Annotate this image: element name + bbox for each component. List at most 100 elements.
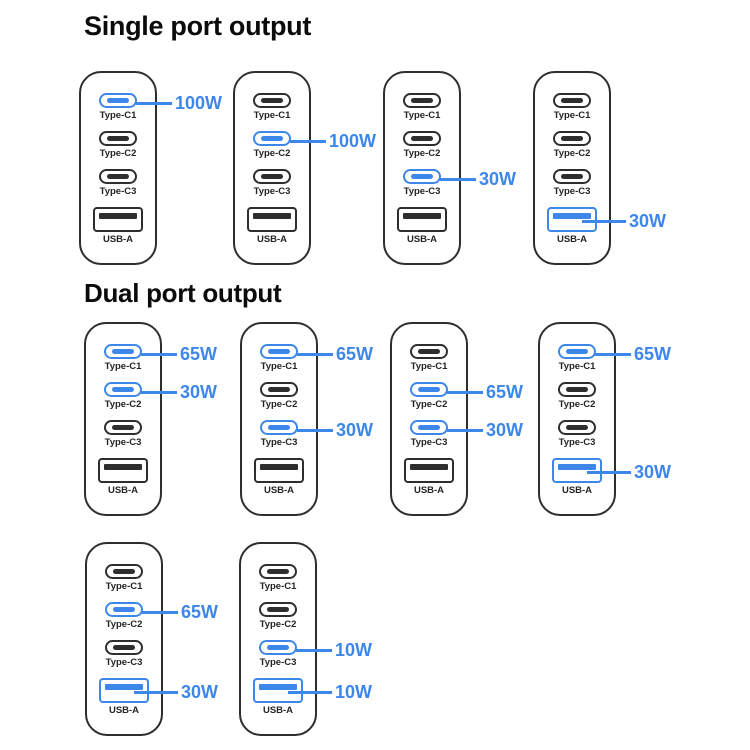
port-label: Type-C3 — [104, 437, 142, 448]
callout-line — [297, 428, 333, 432]
callout-line — [447, 390, 483, 394]
type-c-pin-icon — [411, 174, 433, 179]
port-label: Type-C2 — [558, 399, 596, 410]
port-label: Type-C1 — [104, 361, 142, 372]
type-c-port-icon — [260, 344, 298, 359]
callout-line — [288, 690, 332, 694]
type-c-pin-icon — [566, 387, 588, 392]
charger-card: Type-C1 Type-C2 Type-C3 USB-A 30W — [533, 71, 666, 265]
port-label: Type-C1 — [403, 110, 441, 121]
type-c-port-icon — [558, 344, 596, 359]
type-c-pin-icon — [268, 425, 290, 430]
port-label: Type-C2 — [253, 148, 291, 159]
port-label: Type-C1 — [99, 110, 137, 121]
usb-a-port-icon — [93, 207, 143, 232]
port-label: USB-A — [413, 485, 445, 496]
type-c-pin-icon — [566, 425, 588, 430]
usb-a-pin-icon — [403, 212, 441, 219]
type-c-port-icon — [553, 131, 591, 146]
port-label: Type-C1 — [260, 361, 298, 372]
charger-card: Type-C1 Type-C2 Type-C3 USB-A 30W — [383, 71, 516, 265]
watt-label: 30W — [486, 420, 524, 440]
type-c-port-icon — [403, 169, 441, 184]
type-c-pin-icon — [112, 387, 134, 392]
type-c-pin-icon — [411, 136, 433, 141]
type-c-port-icon — [410, 344, 448, 359]
type-c-pin-icon — [107, 98, 129, 103]
watt-label: 10W — [335, 640, 373, 660]
usb-a-port-icon — [254, 458, 304, 483]
watt-label: 30W — [336, 420, 374, 440]
port-label: Type-C1 — [259, 581, 297, 592]
callout-line — [136, 101, 172, 105]
type-c-pin-icon — [418, 425, 440, 430]
port-label: USB-A — [406, 234, 438, 245]
type-c-port-icon — [403, 93, 441, 108]
charger-card: Type-C1 Type-C2 Type-C3 USB-A 100W — [79, 71, 222, 265]
port-label: Type-C2 — [260, 399, 298, 410]
callout-line — [587, 470, 631, 474]
port-label: Type-C1 — [558, 361, 596, 372]
port-label: Type-C2 — [259, 619, 297, 630]
type-c-port-icon — [104, 344, 142, 359]
usb-a-port-icon — [552, 458, 602, 483]
type-c-pin-icon — [261, 136, 283, 141]
type-c-port-icon — [410, 420, 448, 435]
usb-a-pin-icon — [253, 212, 291, 219]
port-label: Type-C2 — [553, 148, 591, 159]
port-label: USB-A — [556, 234, 588, 245]
type-c-port-icon — [105, 564, 143, 579]
type-c-port-icon — [253, 93, 291, 108]
type-c-pin-icon — [268, 349, 290, 354]
type-c-port-icon — [105, 602, 143, 617]
type-c-pin-icon — [267, 645, 289, 650]
port-label: Type-C1 — [410, 361, 448, 372]
port-label: Type-C1 — [253, 110, 291, 121]
charger-card: Type-C1 Type-C2 Type-C3 USB-A 65W 30W — [85, 542, 218, 736]
watt-label: 10W — [335, 682, 373, 702]
usb-a-pin-icon — [105, 683, 143, 690]
type-c-pin-icon — [113, 607, 135, 612]
port-label: Type-C1 — [553, 110, 591, 121]
port-label: Type-C3 — [253, 186, 291, 197]
watt-label: 65W — [180, 344, 218, 364]
type-c-pin-icon — [561, 136, 583, 141]
type-c-port-icon — [403, 131, 441, 146]
charger-card: Type-C1 Type-C2 Type-C3 USB-A 100W — [233, 71, 376, 265]
port-label: Type-C1 — [105, 581, 143, 592]
watt-label: 100W — [329, 131, 377, 151]
callout-line — [141, 352, 177, 356]
type-c-pin-icon — [261, 98, 283, 103]
charger-card: Type-C1 Type-C2 Type-C3 USB-A 65W 30W — [538, 322, 671, 516]
port-label: Type-C3 — [410, 437, 448, 448]
type-c-port-icon — [558, 420, 596, 435]
usb-a-port-icon — [98, 458, 148, 483]
callout-line — [134, 690, 178, 694]
usb-a-pin-icon — [259, 683, 297, 690]
type-c-port-icon — [259, 640, 297, 655]
usb-a-pin-icon — [99, 212, 137, 219]
watt-label: 100W — [175, 93, 223, 113]
callout-line — [297, 352, 333, 356]
type-c-pin-icon — [112, 349, 134, 354]
charger-card: Type-C1 Type-C2 Type-C3 USB-A 65W 30W — [240, 322, 373, 516]
type-c-port-icon — [260, 420, 298, 435]
watt-label: 65W — [634, 344, 672, 364]
type-c-port-icon — [99, 131, 137, 146]
port-label: Type-C3 — [99, 186, 137, 197]
callout-line — [141, 390, 177, 394]
type-c-port-icon — [99, 169, 137, 184]
charger-card: Type-C1 Type-C2 Type-C3 USB-A 10W 10W — [239, 542, 372, 736]
callout-line — [595, 352, 631, 356]
watt-label: 30W — [181, 682, 219, 702]
port-label: USB-A — [262, 705, 294, 716]
watt-label: 65W — [181, 602, 219, 622]
port-label: USB-A — [256, 234, 288, 245]
port-label: Type-C3 — [558, 437, 596, 448]
port-label: Type-C3 — [105, 657, 143, 668]
type-c-pin-icon — [113, 569, 135, 574]
type-c-port-icon — [104, 420, 142, 435]
port-label: Type-C3 — [260, 437, 298, 448]
port-label: Type-C2 — [403, 148, 441, 159]
